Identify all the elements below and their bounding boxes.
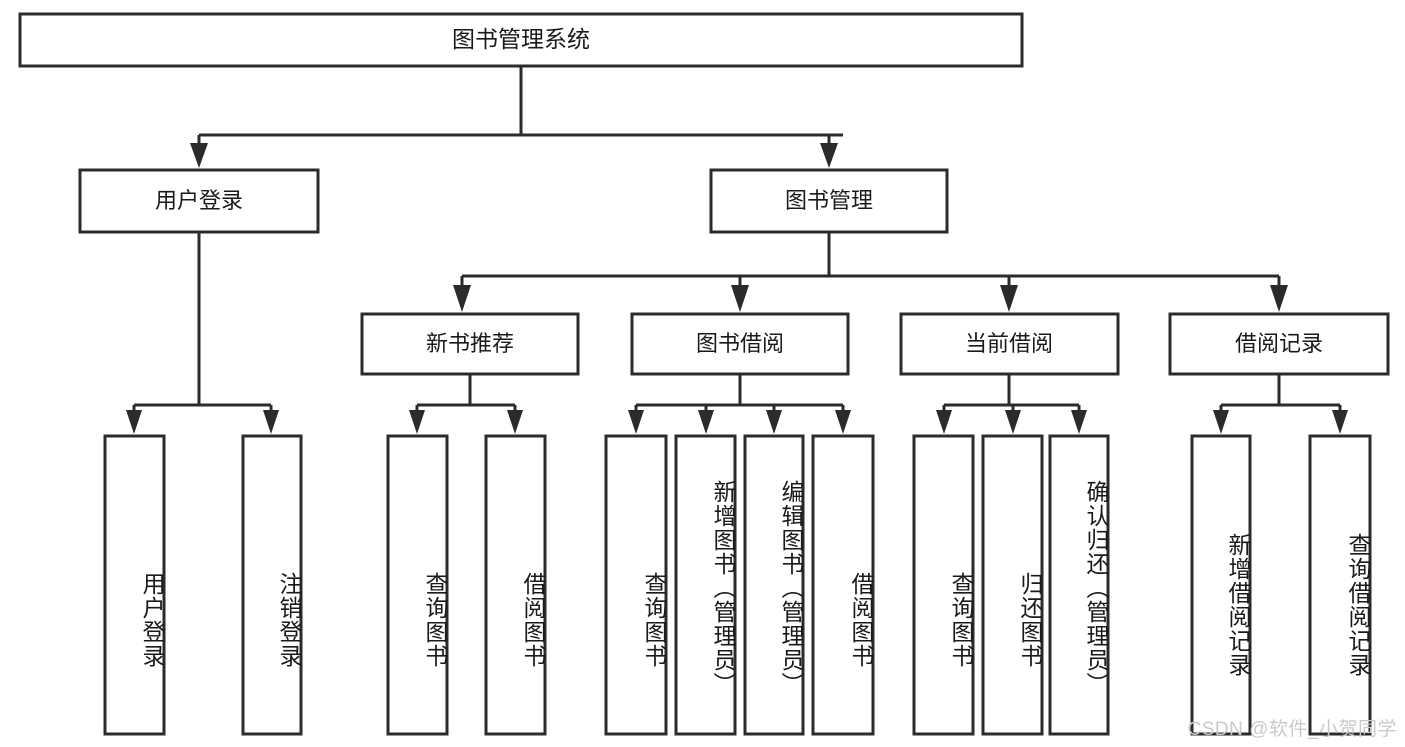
leaf-box-borrow-book-2[interactable] bbox=[811, 434, 875, 736]
connector-newbook-to-leaves bbox=[409, 374, 523, 434]
node-book-manage-label: 图书管理 bbox=[785, 188, 873, 213]
connector-bookborrow-to-leaves bbox=[628, 374, 851, 434]
node-current-borrow[interactable]: 当前借阅 bbox=[899, 312, 1120, 376]
connector-root-to-level2 bbox=[190, 66, 843, 168]
leaf-box-add-record[interactable] bbox=[1190, 434, 1252, 736]
leaf-box-logout[interactable] bbox=[241, 434, 303, 736]
leaf-box-add-book[interactable] bbox=[674, 434, 737, 736]
node-book-borrow[interactable]: 图书借阅 bbox=[630, 312, 850, 376]
node-book-borrow-label: 图书借阅 bbox=[696, 331, 784, 356]
leaf-box-query-book-3[interactable] bbox=[912, 434, 975, 736]
node-book-manage[interactable]: 图书管理 bbox=[709, 168, 949, 234]
connector-bookmanage-to-level3 bbox=[453, 232, 1288, 312]
leaf-box-edit-book[interactable] bbox=[743, 434, 805, 736]
connector-userlogin-to-leaves bbox=[126, 232, 279, 434]
leaf-box-query-book-1[interactable] bbox=[386, 434, 449, 736]
node-root[interactable]: 图书管理系统 bbox=[18, 12, 1024, 68]
leaf-box-query-record[interactable] bbox=[1308, 434, 1372, 736]
node-borrow-record[interactable]: 借阅记录 bbox=[1168, 312, 1390, 376]
node-current-borrow-label: 当前借阅 bbox=[965, 331, 1053, 356]
leaf-box-borrow-book-1[interactable] bbox=[484, 434, 547, 736]
node-new-book-recommend-label: 新书推荐 bbox=[426, 331, 514, 356]
leaf-box-return-book[interactable] bbox=[981, 434, 1044, 736]
leaf-box-query-book-2[interactable] bbox=[604, 434, 668, 736]
connector-borrowrecord-to-leaves bbox=[1213, 374, 1348, 434]
leaf-box-confirm-return[interactable] bbox=[1048, 434, 1110, 736]
node-new-book-recommend[interactable]: 新书推荐 bbox=[360, 312, 580, 376]
leaf-boxes bbox=[103, 434, 1372, 736]
watermark-text: CSDN @软件_小贺同学 bbox=[1187, 719, 1397, 740]
node-root-label: 图书管理系统 bbox=[452, 26, 590, 52]
node-borrow-record-label: 借阅记录 bbox=[1235, 331, 1323, 356]
node-user-login[interactable]: 用户登录 bbox=[78, 168, 320, 234]
leaf-box-user-login[interactable] bbox=[103, 434, 166, 736]
connector-currentborrow-to-leaves bbox=[936, 374, 1087, 434]
node-user-login-label: 用户登录 bbox=[155, 188, 243, 213]
